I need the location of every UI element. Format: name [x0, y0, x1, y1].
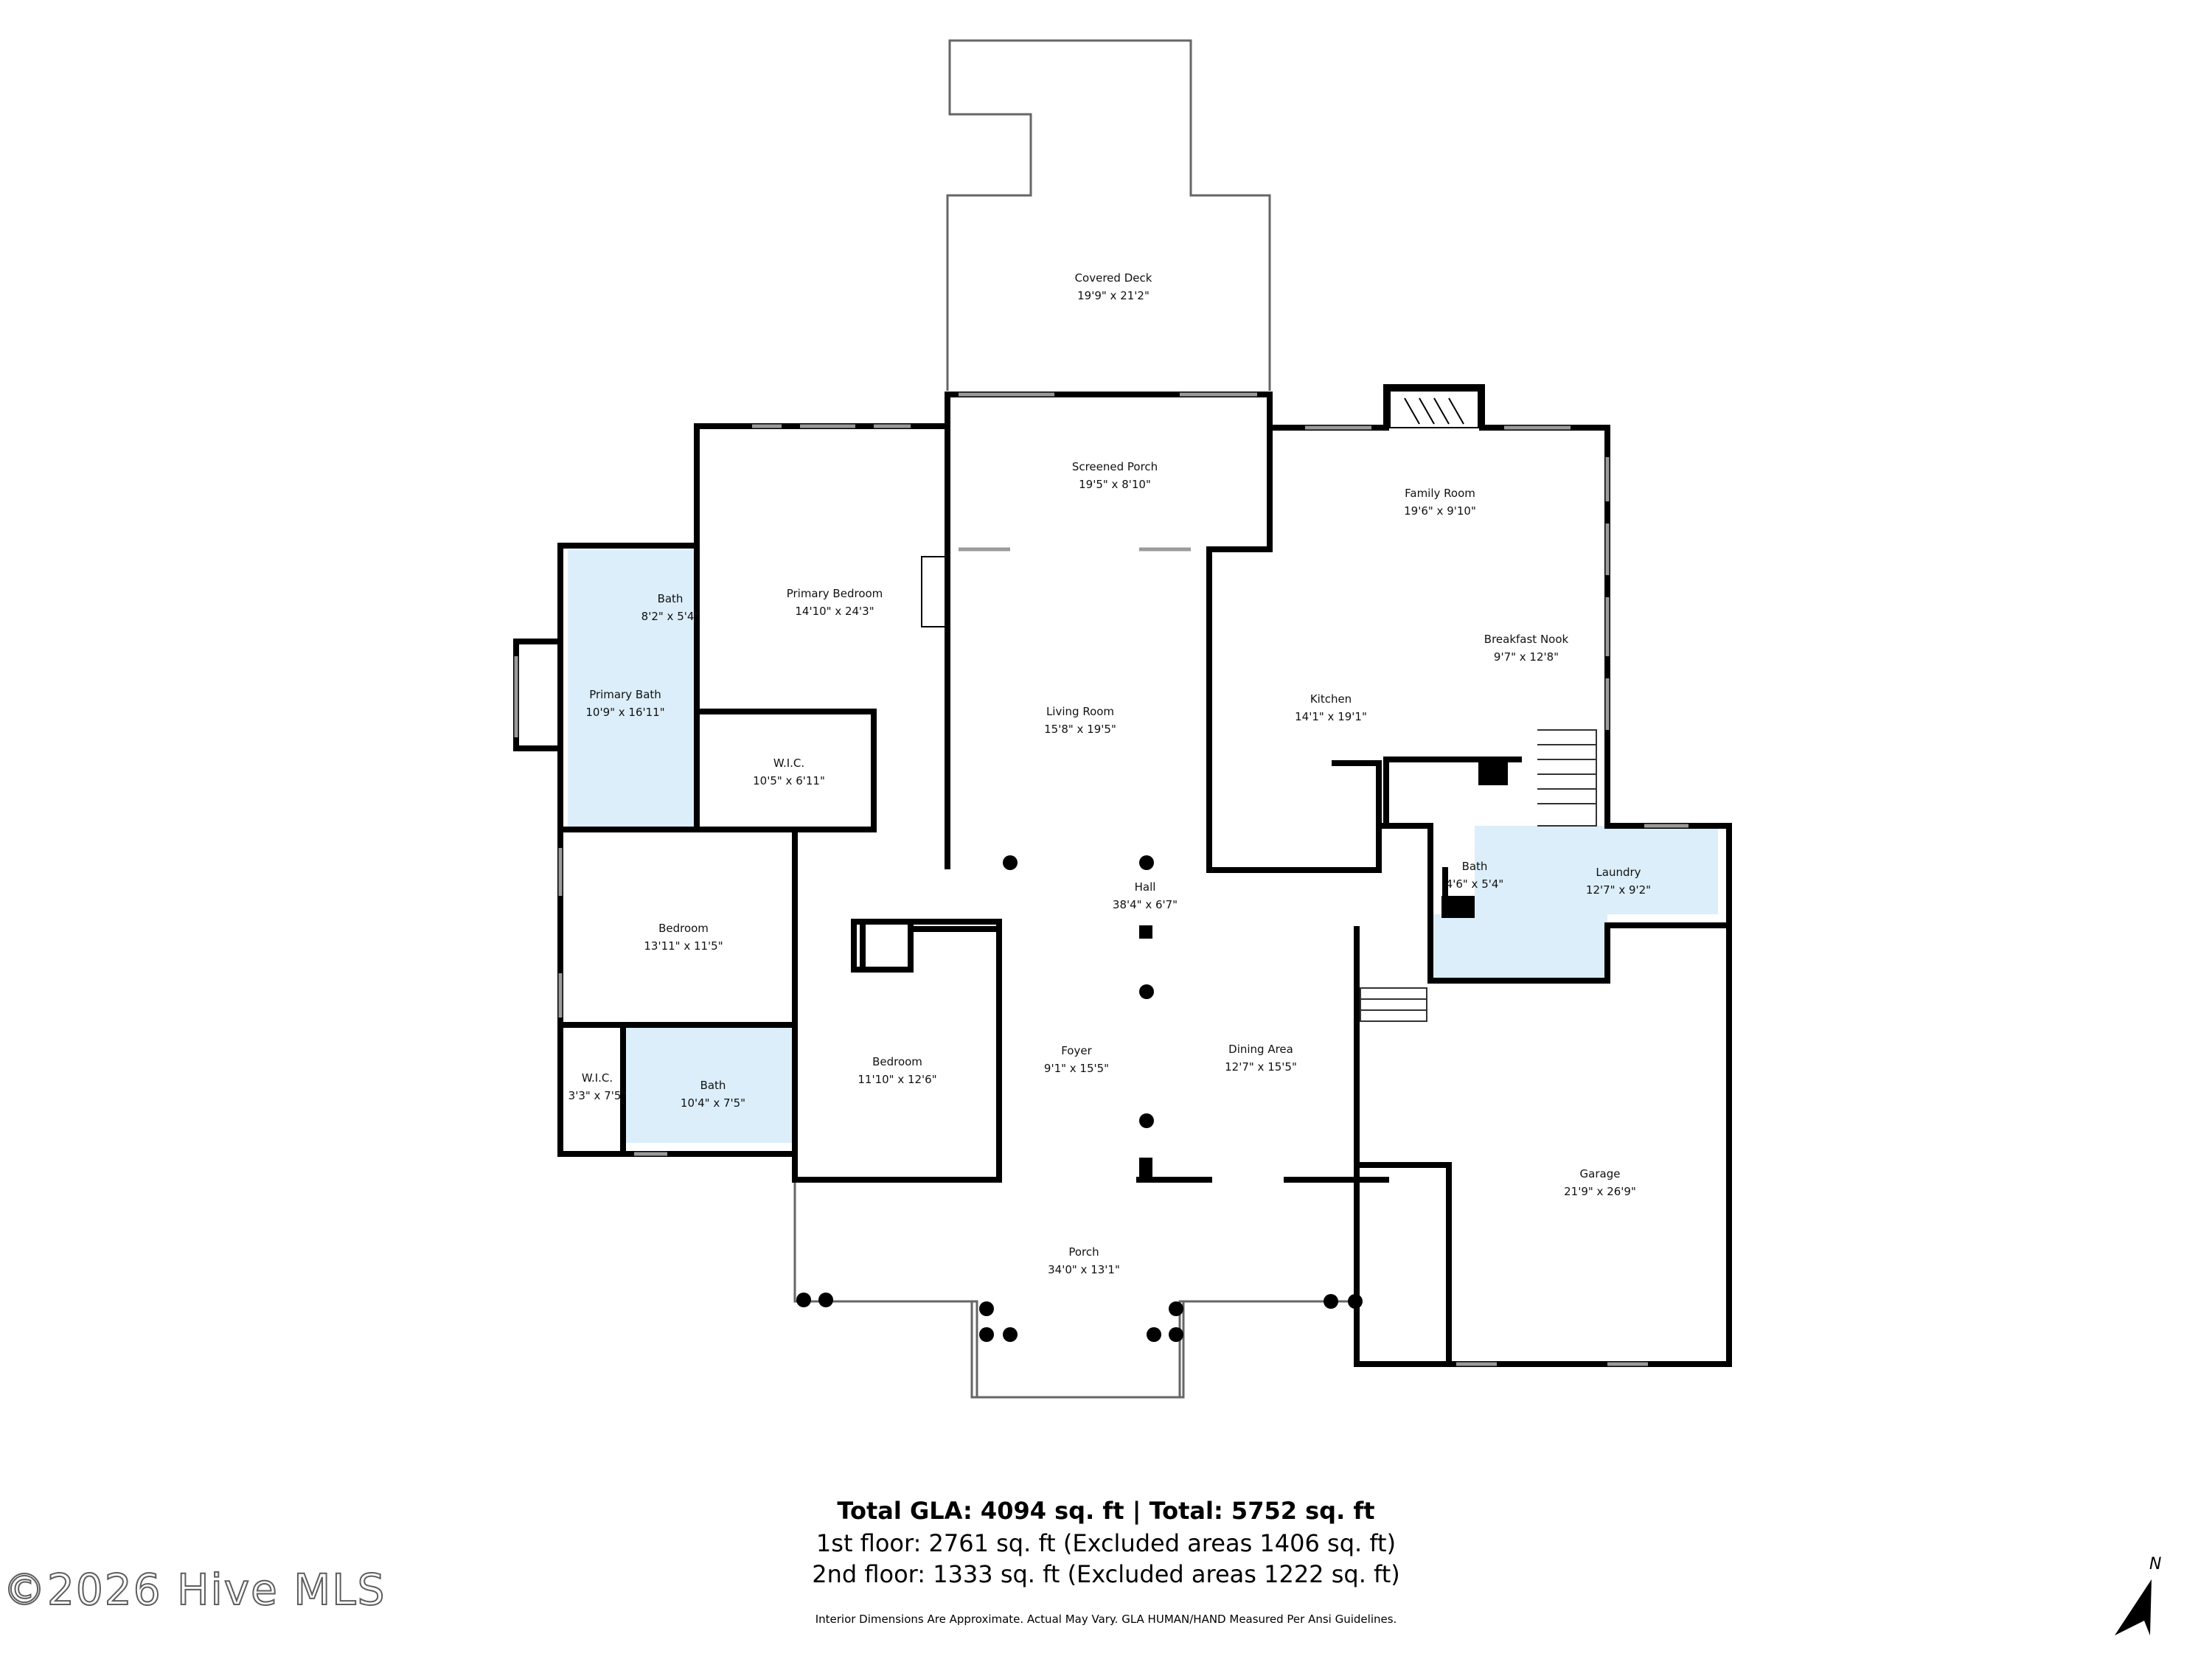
label-primary-bedroom: Primary Bedroom	[787, 587, 883, 600]
label-living-room: Living Room	[1046, 705, 1114, 718]
label-kitchen: Kitchen	[1310, 692, 1352, 706]
label-family-room: Family Room	[1405, 487, 1475, 500]
room-labels: Covered Deck 19'9" x 21'2" Screened Porc…	[568, 271, 1651, 1276]
dims-garage: 21'9" x 26'9"	[1564, 1185, 1636, 1198]
dims-screened-porch: 19'5" x 8'10"	[1079, 478, 1151, 491]
dims-primary-bedroom: 14'10" x 24'3"	[795, 605, 874, 618]
label-dining-area: Dining Area	[1228, 1043, 1293, 1056]
label-garage: Garage	[1580, 1167, 1621, 1180]
stairs-icon	[1360, 729, 1597, 1022]
label-bath-laundry: Bath	[1462, 860, 1488, 873]
label-covered-deck: Covered Deck	[1075, 271, 1152, 285]
label-wic-west: W.I.C.	[582, 1071, 613, 1085]
dims-hall: 38'4" x 6'7"	[1113, 898, 1178, 911]
dims-porch: 34'0" x 13'1"	[1048, 1263, 1120, 1276]
wet-area-fills	[568, 549, 1718, 1143]
label-hall: Hall	[1135, 880, 1156, 894]
dims-wic-west: 3'3" x 7'5"	[568, 1089, 627, 1102]
dims-covered-deck: 19'9" x 21'2"	[1077, 289, 1150, 302]
label-bedroom-west: Bedroom	[658, 922, 709, 935]
label-primary-bath: Primary Bath	[589, 688, 661, 701]
dims-bedroom-west: 13'11" x 11'5"	[644, 939, 723, 953]
label-laundry: Laundry	[1596, 866, 1641, 879]
bay-walls	[513, 639, 560, 751]
copyright-watermark: ©2026 Hive MLS	[2, 1564, 386, 1615]
label-wic-primary: W.I.C.	[773, 757, 804, 770]
dims-breakfast-nook: 9'7" x 12'8"	[1494, 650, 1559, 664]
dims-foyer: 9'1" x 15'5"	[1044, 1062, 1109, 1075]
label-bedroom-center: Bedroom	[872, 1055, 922, 1068]
dims-kitchen: 14'1" x 19'1"	[1295, 710, 1367, 723]
railings	[793, 39, 1358, 1399]
label-porch: Porch	[1068, 1245, 1099, 1259]
label-screened-porch: Screened Porch	[1072, 460, 1158, 473]
dims-bath-small: 8'2" x 5'4"	[641, 610, 700, 623]
fireplace-icon	[921, 390, 1479, 627]
north-label: N	[2149, 1555, 2161, 1573]
dims-bath-laundry: 4'6" x 5'4"	[1446, 877, 1504, 891]
north-arrow-icon: N	[2115, 1555, 2161, 1635]
dims-primary-bath: 10'9" x 16'11"	[585, 706, 664, 719]
label-bath-small: Bath	[658, 592, 684, 605]
dims-laundry: 12'7" x 9'2"	[1586, 883, 1651, 897]
dims-bedroom-center: 11'10" x 12'6"	[858, 1073, 936, 1086]
total-area-summary: Total GLA: 4094 sq. ft | Total: 5752 sq.…	[837, 1497, 1375, 1525]
windows	[514, 392, 1688, 1366]
dims-bath-west: 10'4" x 7'5"	[681, 1096, 745, 1110]
disclaimer-text: Interior Dimensions Are Approximate. Act…	[815, 1613, 1397, 1626]
dims-family-room: 19'6" x 9'10"	[1404, 504, 1476, 518]
label-breakfast-nook: Breakfast Nook	[1484, 633, 1569, 646]
label-foyer: Foyer	[1061, 1044, 1092, 1057]
dims-wic-primary: 10'5" x 6'11"	[753, 774, 825, 787]
dims-living-room: 15'8" x 19'5"	[1044, 723, 1116, 736]
label-bath-west: Bath	[700, 1079, 726, 1092]
dims-dining-area: 12'7" x 15'5"	[1225, 1060, 1297, 1074]
columns	[796, 759, 1508, 1342]
second-floor-area: 2nd floor: 1333 sq. ft (Excluded areas 1…	[812, 1560, 1400, 1588]
first-floor-area: 1st floor: 2761 sq. ft (Excluded areas 1…	[815, 1529, 1397, 1557]
